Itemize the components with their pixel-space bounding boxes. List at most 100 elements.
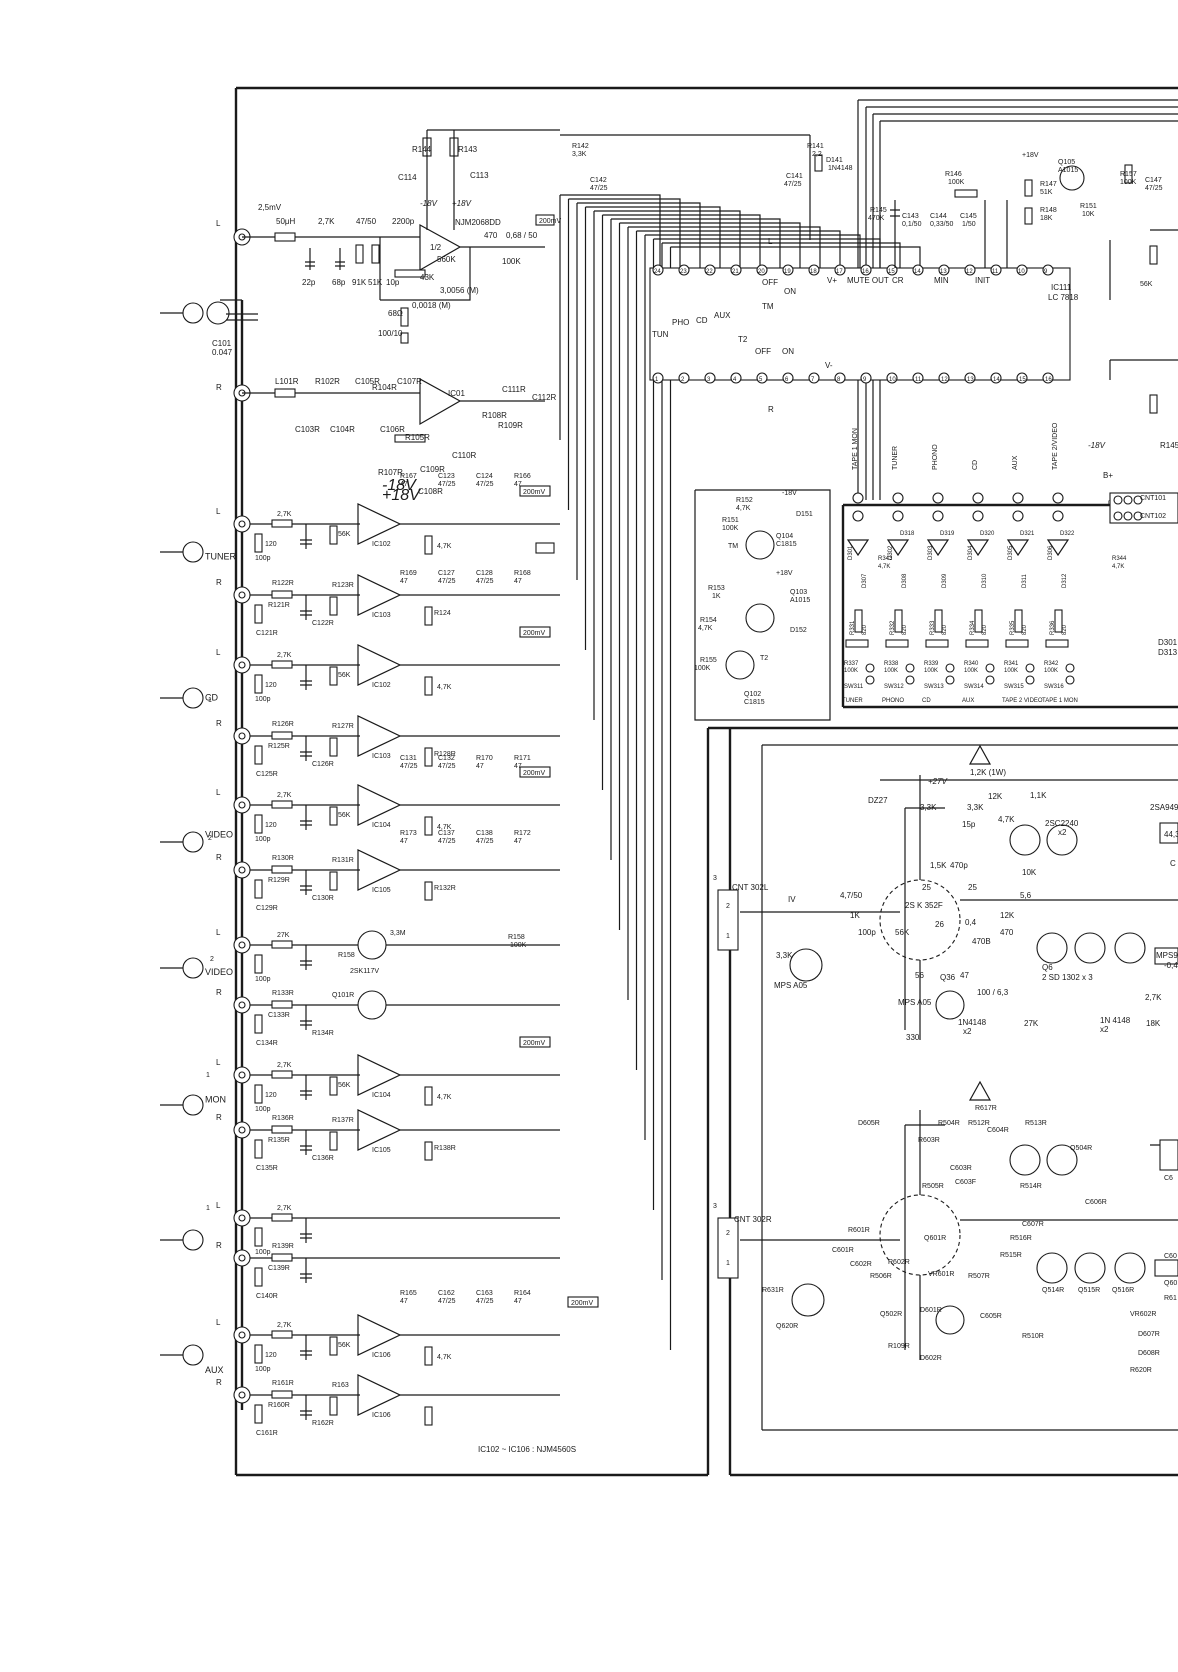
route-h-11 — [653, 238, 881, 268]
row4-ref-2: C135R — [256, 1165, 278, 1172]
row3-r158: R158 — [508, 934, 525, 941]
c108r: C108R — [418, 487, 443, 496]
ind-led-0 — [846, 539, 870, 557]
row6-r-out-1 — [424, 1406, 433, 1426]
lower-c4: C606R — [1085, 1199, 1107, 1206]
row4-ref-1: R135R — [268, 1137, 290, 1144]
jack-row0-l-center — [238, 520, 246, 528]
supply-ref-7: 47 — [514, 481, 522, 488]
phono-rtop2: R143 — [458, 145, 478, 154]
ic-pin-top-label-10: 14 — [914, 269, 921, 275]
ic-pin-top-label-4: 20 — [758, 269, 765, 275]
input-symbol-1 — [182, 541, 204, 563]
route-h-10 — [645, 234, 861, 268]
row2-r-out-0 — [424, 816, 433, 836]
power-amp-lower — [717, 1110, 1178, 1360]
ic-pin-bot-label-3: 4 — [733, 377, 737, 383]
row2-source-label: VIDEO — [205, 830, 233, 840]
ind-node-bot-5 — [1052, 510, 1064, 522]
r108r: R108R — [482, 411, 507, 420]
top-part-15: 0,1/50 — [902, 221, 922, 228]
ic-pin-bot-13 — [964, 372, 976, 384]
indicator-board: R337100KSW311TUNERR338100KSW312PHONOR339… — [842, 492, 1127, 704]
source-vlabel-2: PHONO — [932, 444, 939, 470]
phono-cfb2: 3,0056 (M) — [440, 286, 479, 295]
row4-r-fb-0 — [329, 1076, 338, 1096]
pa-r10: 0,4 — [965, 918, 977, 927]
row4-ch-r: R — [216, 1113, 222, 1122]
row5-ch-l: L — [216, 1201, 221, 1210]
row3-ref-1: C133R — [268, 1012, 290, 1019]
supply-ref-37: 47/25 — [476, 1298, 494, 1305]
row4-r-out-1 — [424, 1141, 433, 1161]
tape-sub-3: 1 — [206, 1072, 210, 1079]
pa-q1: 2SC2240 — [1045, 819, 1079, 828]
c101-val: 0.047 — [212, 348, 233, 357]
ind-sw-b-5 — [1065, 675, 1075, 685]
lower-d2: D601R — [920, 1307, 942, 1314]
row5-c1: 100p — [255, 1249, 271, 1256]
row3-c-gnd-0 — [300, 945, 312, 970]
ic-pin-bot-11 — [912, 372, 924, 384]
ind-sw-a-3 — [985, 663, 995, 673]
row2-r1: 2,7K — [277, 792, 292, 799]
lower-c1: C604R — [987, 1127, 1009, 1134]
r104r: R104R — [372, 383, 397, 392]
top-part-16: C144 — [930, 213, 947, 220]
ic-pin-top-18 — [808, 264, 820, 276]
row4-opamp-0 — [357, 1054, 402, 1096]
source-vlabel-0: TAPE 1 MON — [852, 428, 859, 470]
row1-source-label: CD — [205, 693, 218, 703]
pa-r21: 2,7K — [1145, 993, 1162, 1002]
row3-source-label: VIDEO — [205, 967, 233, 977]
supply-ref-6: R166 — [514, 473, 531, 480]
ind-r344: R344 — [1112, 556, 1127, 562]
ic-pin-top-10 — [1016, 264, 1028, 276]
row2-opamp-0 — [357, 784, 402, 826]
ind-sw-4: SW315 — [1004, 684, 1024, 690]
ind-diode-2: D320 — [980, 531, 995, 537]
lower-q7: Q620R — [776, 1323, 798, 1330]
phono-inductor: 50μH — [276, 217, 296, 226]
route-h-3 — [585, 206, 721, 268]
jack-row5-r-center — [238, 1254, 246, 1262]
ind-label-0: TUNER — [842, 698, 863, 704]
lower-r3: R513R — [1025, 1120, 1047, 1127]
ind-sw-res-5 — [1045, 639, 1069, 648]
row2-rout: 4,7K — [437, 824, 452, 831]
row4-c-gnd-0 — [300, 1075, 312, 1100]
ind-r-0: R337 — [844, 661, 859, 667]
lower-q2: Q601R — [924, 1235, 946, 1242]
phono-rout: 470 — [484, 231, 498, 240]
ic01: IC01 — [448, 389, 465, 398]
phono-cfb3: 0,0018 (M) — [412, 301, 451, 310]
phono-c2: 68p — [332, 278, 346, 287]
row1-r2: 120 — [265, 682, 277, 689]
row3-ref-4: Q101R — [332, 992, 354, 999]
row3-r158v: 100K — [510, 942, 527, 949]
top-part-5: 2,2 — [812, 151, 822, 158]
phono-cgnd: 100/10 — [378, 329, 403, 338]
ind-sw-5: SW316 — [1044, 684, 1064, 690]
jack-row3-r-center — [238, 1001, 246, 1009]
lower-r17: R631R — [762, 1287, 784, 1294]
lower-r4: R603R — [918, 1137, 940, 1144]
sel-on1: ON — [784, 287, 796, 296]
row1-opamp-1 — [357, 715, 402, 757]
top-part-23: 18K — [1040, 215, 1053, 222]
ic-pin-top-label-15: 9 — [1044, 269, 1048, 275]
route-h-7 — [619, 222, 801, 268]
row3-rbig: 3,3M — [390, 930, 406, 937]
ic-pin-top-20 — [756, 264, 768, 276]
supply-ref-32: R165 — [400, 1290, 417, 1297]
pa-cin: 4,7/50 — [840, 891, 863, 900]
ic-pin-bot-6 — [782, 372, 794, 384]
top-part-22: R148 — [1040, 207, 1057, 214]
ic-pin-bot-label-2: 3 — [707, 377, 711, 383]
ind-led-label-0: D301 — [848, 545, 854, 560]
ind-res-3 — [974, 609, 983, 633]
ind-sw-res-0 — [845, 639, 869, 648]
ic-pin-bot-3 — [704, 372, 716, 384]
ind-rlabel-2: R333 — [930, 620, 936, 635]
input-symbol-2 — [182, 687, 204, 709]
